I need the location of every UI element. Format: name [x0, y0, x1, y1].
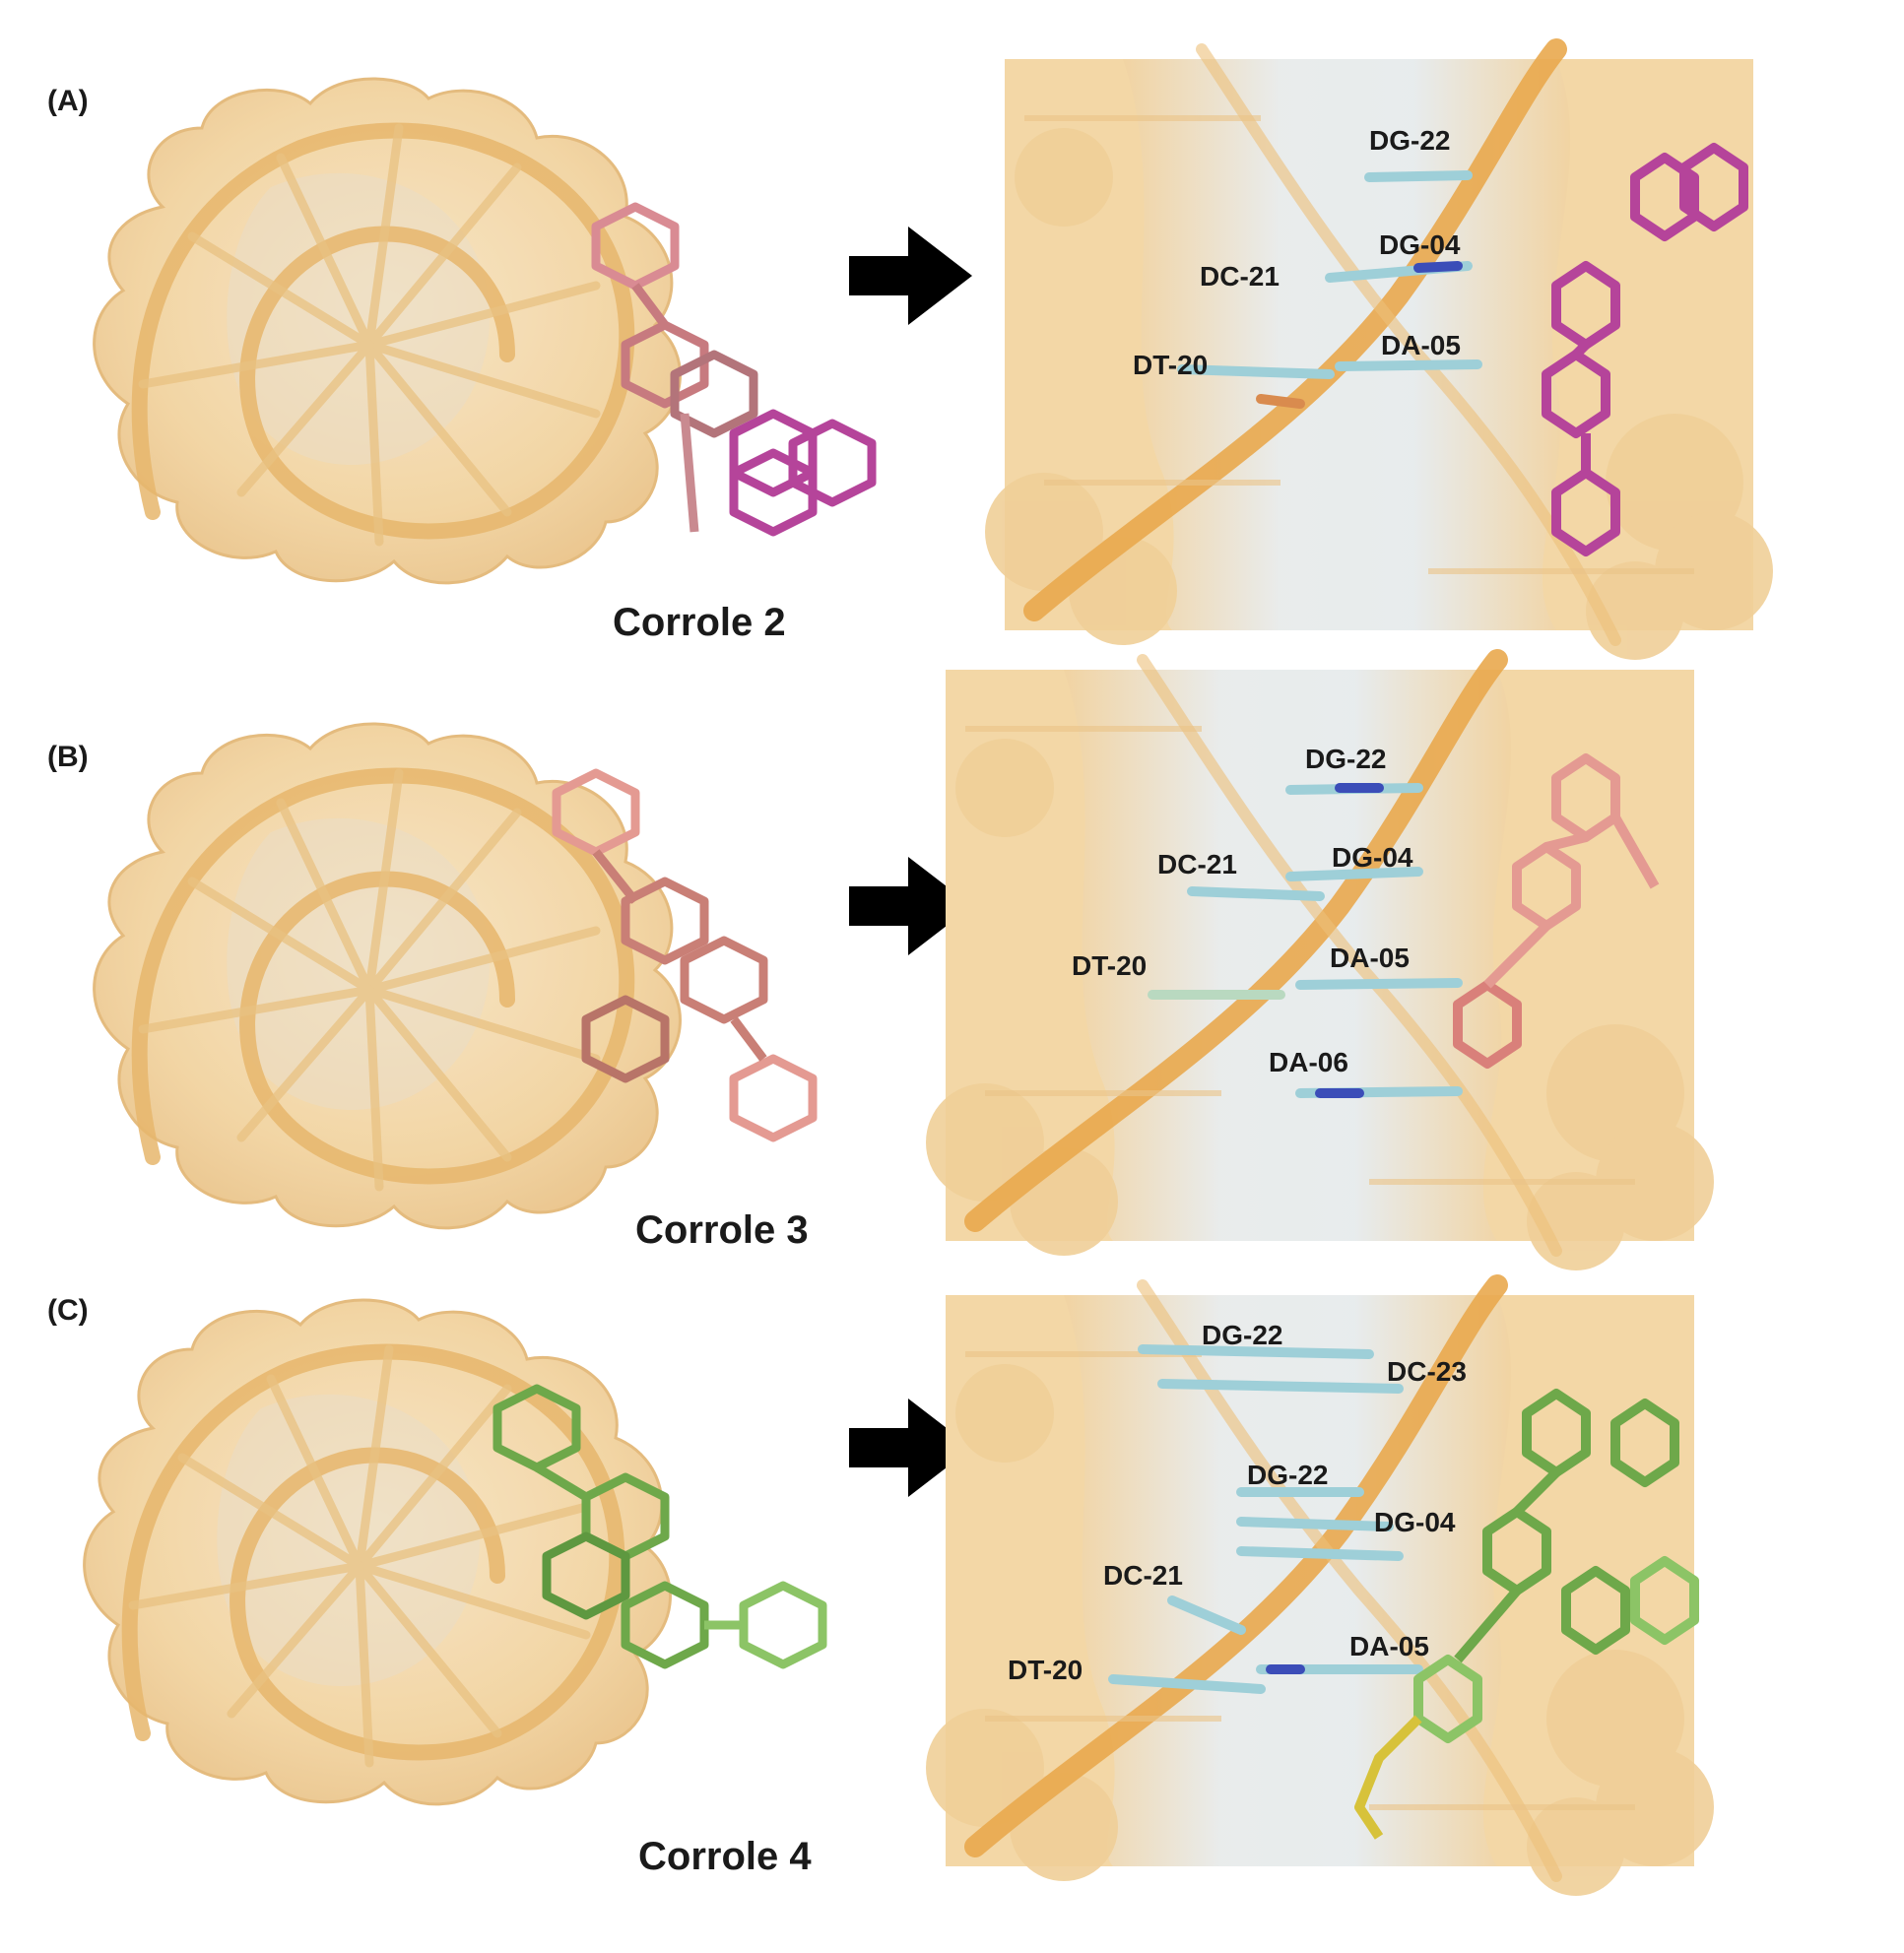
residue-label: DA-05 [1330, 943, 1410, 973]
panel-a-nucleotides [1177, 170, 1482, 409]
residue-label: DT-20 [1133, 350, 1208, 380]
panel-b-nucleotides [1148, 783, 1463, 1098]
corrole-3-ligand-top [552, 768, 818, 1142]
residue-label: DT-20 [1072, 950, 1147, 981]
residue-label: DG-04 [1374, 1507, 1456, 1537]
panel-b-letter: (B) [47, 741, 89, 773]
residue-label: DC-21 [1200, 261, 1280, 292]
residue-label: DT-20 [1008, 1655, 1083, 1685]
corrole-3-ligand-side [1453, 753, 1660, 1069]
panel-b-side-view: DG-22 DC-21 DG-04 DT-20 DA-05 DA-06 [926, 660, 1714, 1270]
panel-b-compound-label: Corrole 3 [635, 1208, 809, 1252]
panel-c-top-view [85, 1300, 827, 1804]
residue-label: DG-22 [1247, 1460, 1328, 1490]
residue-label: DG-22 [1369, 125, 1450, 156]
panel-c: (C) Corrole 4 [47, 1285, 1714, 1896]
panel-a-letter: (A) [47, 85, 89, 117]
panel-a-top-view [95, 79, 877, 583]
residue-label: DG-22 [1305, 744, 1386, 774]
corrole-4-ligand-top [492, 1384, 827, 1669]
residue-label: DG-04 [1379, 229, 1461, 260]
corrole-2-ligand-top [591, 202, 877, 537]
residue-label: DA-05 [1381, 330, 1461, 360]
panel-a-arrow [849, 227, 972, 325]
residue-label: DG-04 [1332, 842, 1413, 873]
panel-a: (A) Corrole 2 [47, 49, 1773, 660]
corrole-4-ligand-side [1354, 1389, 1699, 1840]
corrole-2-ligand-side [1542, 143, 1748, 556]
panel-c-letter: (C) [47, 1294, 89, 1327]
residue-label: DG-22 [1202, 1320, 1282, 1350]
panel-c-compound-label: Corrole 4 [638, 1835, 812, 1878]
residue-label: DC-21 [1103, 1560, 1183, 1591]
panel-a-side-view: DG-22 DG-04 DC-21 DT-20 DA-05 [985, 49, 1773, 660]
residue-label: DA-06 [1269, 1047, 1348, 1077]
residue-label: DA-05 [1349, 1631, 1429, 1661]
panel-a-compound-label: Corrole 2 [613, 601, 786, 644]
panel-c-nucleotides [1108, 1344, 1423, 1694]
panel-c-side-view: DG-22 DC-23 DG-22 DG-04 DC-21 DA-05 DT-2… [926, 1285, 1714, 1896]
residue-label: DC-21 [1157, 849, 1237, 879]
panel-b: (B) Corrole 3 [47, 660, 1714, 1270]
residue-label: DC-23 [1387, 1356, 1467, 1387]
panel-b-top-view [95, 724, 818, 1228]
